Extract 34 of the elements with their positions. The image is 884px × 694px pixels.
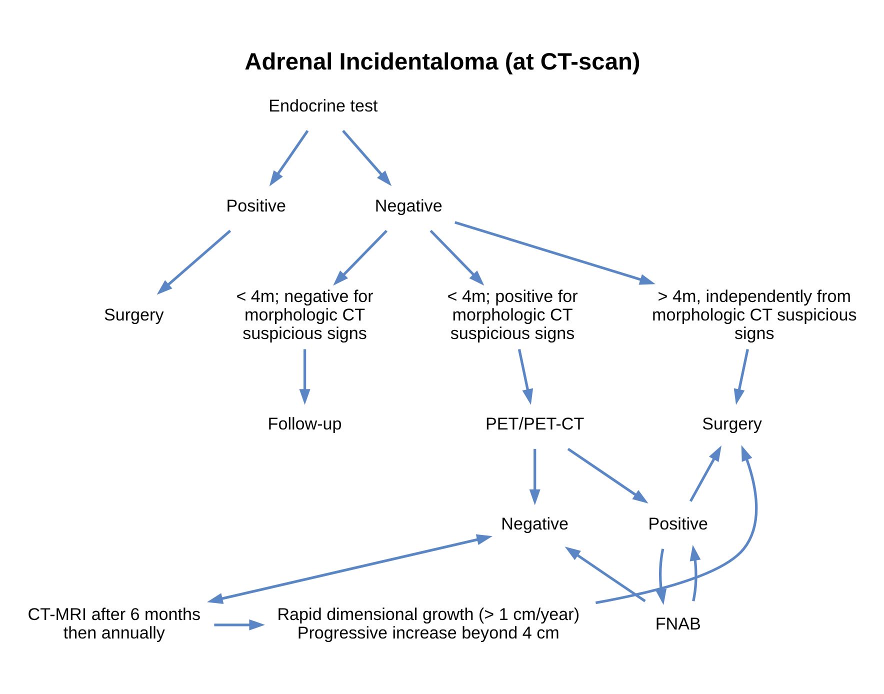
- node-text: Negative: [374, 196, 442, 215]
- node-text: Surgery: [702, 414, 762, 434]
- node-text: Positive: [226, 196, 286, 215]
- diagram-title: Adrenal Incidentaloma (at CT-scan): [244, 48, 640, 75]
- arrow: [566, 447, 648, 503]
- node-text: CT-MRI after 6 months then annually: [27, 604, 200, 642]
- arrow: [655, 548, 666, 605]
- arrow: [454, 220, 655, 284]
- node-text: Positive: [648, 514, 708, 533]
- node-text: > 4m, independently from morphologic CT suspicious signs: [652, 286, 856, 342]
- arrow: [517, 348, 533, 404]
- node-text: < 4m; positive for morphologic CT suspicious signs: [446, 286, 578, 342]
- arrow: [429, 229, 484, 286]
- node-text: FNAB: [654, 614, 700, 633]
- node-text: Rapid dimensional growth (> 1 cm/year) Progressive increase beyond 4 cm: [276, 604, 580, 642]
- arrow: [594, 444, 758, 604]
- arrow: [214, 618, 265, 630]
- arrow: [528, 448, 540, 505]
- node-text: Surgery: [103, 304, 164, 324]
- node-text: < 4m; negative for morphologic CT suspicious signs: [236, 286, 373, 342]
- arrow: [733, 348, 748, 404]
- arrow: [206, 534, 492, 604]
- arrow: [564, 546, 646, 602]
- node-text: Negative: [500, 514, 568, 533]
- arrow: [332, 229, 388, 286]
- node-text: Follow-up: [267, 414, 342, 434]
- arrow: [689, 544, 700, 601]
- arrow: [156, 229, 231, 294]
- arrow: [688, 444, 721, 502]
- node-text: Endocrine test: [268, 96, 378, 115]
- arrow: [342, 129, 392, 186]
- arrow: [268, 130, 308, 186]
- arrow: [298, 348, 310, 404]
- node-text: PET/PET-CT: [485, 414, 584, 434]
